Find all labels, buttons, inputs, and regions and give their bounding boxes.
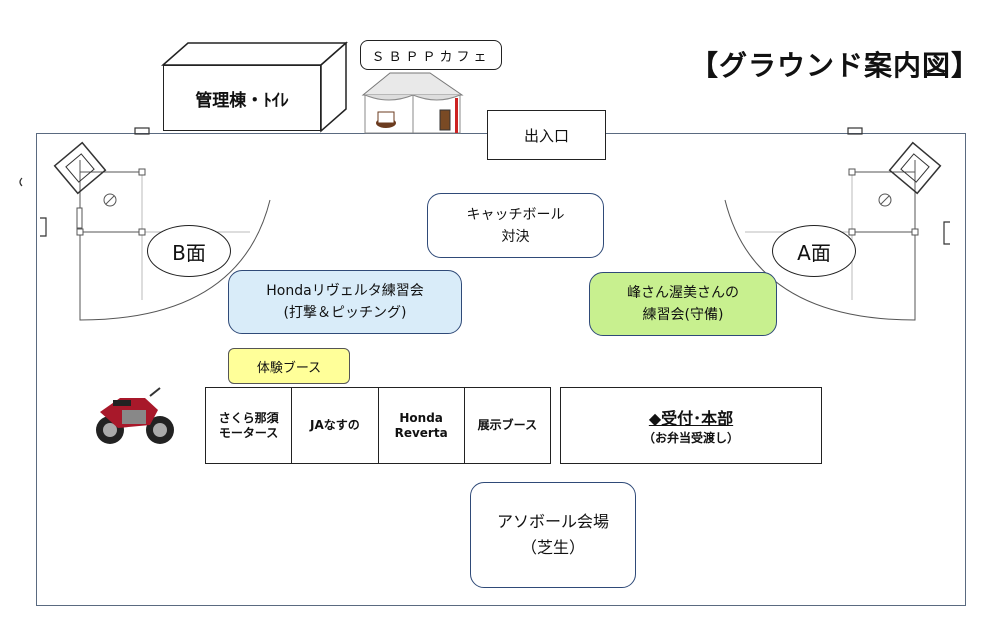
motorcycle-icon xyxy=(96,387,174,444)
reception-sub: （お弁当受渡し） xyxy=(642,431,739,445)
booth-sakura-line2: モータース xyxy=(218,425,279,440)
booth-ja-nasuno-label: JAなすの xyxy=(309,418,360,432)
mine-practice-line1: 峰さん渥美さんの xyxy=(627,285,739,301)
taiken-booth-banner: 体験ブース xyxy=(228,348,350,384)
a-field-diamond xyxy=(724,141,942,321)
asoball-line1: アソボール会場 xyxy=(496,512,609,531)
catch-ball-line2: 対決 xyxy=(501,228,530,245)
booth-exhibition: 展示ブース xyxy=(465,388,550,463)
booth-exhibition-label: 展示ブース xyxy=(477,418,538,432)
asoball-area: アソボール会場 （芝生） xyxy=(470,482,636,588)
page-title: 【グラウンド案内図】 xyxy=(690,49,981,82)
honda-practice-area: Hondaリヴェルタ練習会 (打撃＆ピッチング) xyxy=(228,270,462,334)
booth-honda-line1: Honda xyxy=(399,410,443,425)
honda-practice-line2: (打撃＆ピッチング) xyxy=(283,305,407,321)
catch-ball-area: キャッチボール 対決 xyxy=(427,193,604,258)
asoball-line2: （芝生） xyxy=(520,538,585,557)
catch-ball-line1: キャッチボール xyxy=(466,206,565,223)
b-field-label: B面 xyxy=(147,225,231,277)
bench-brackets xyxy=(19,127,950,245)
reception-hq: ◆受付･本部 （お弁当受渡し） xyxy=(560,387,822,464)
cafe-label: ＳＢＰＰカフェ xyxy=(360,40,502,70)
booth-ja-nasuno: JAなすの xyxy=(292,388,379,463)
entrance-box: 出入口 xyxy=(487,110,606,160)
booth-honda-line2: Reverta xyxy=(394,425,448,440)
booth-sakura-line1: さくら那須 xyxy=(218,410,279,425)
kanri-building-3d xyxy=(161,41,348,133)
cafe-tent-icon xyxy=(361,72,464,134)
booth-sakura: さくら那須モータース xyxy=(206,388,293,463)
kanri-building: 管理棟・ﾄｲﾚ xyxy=(163,65,321,131)
a-field-label: A面 xyxy=(772,225,856,277)
mine-practice-line2: 練習会(守備) xyxy=(642,307,724,323)
reception-main: ◆受付･本部 xyxy=(648,409,734,428)
honda-practice-line1: Hondaリヴェルタ練習会 xyxy=(266,283,424,299)
mine-practice-area: 峰さん渥美さんの 練習会(守備) xyxy=(589,272,777,336)
